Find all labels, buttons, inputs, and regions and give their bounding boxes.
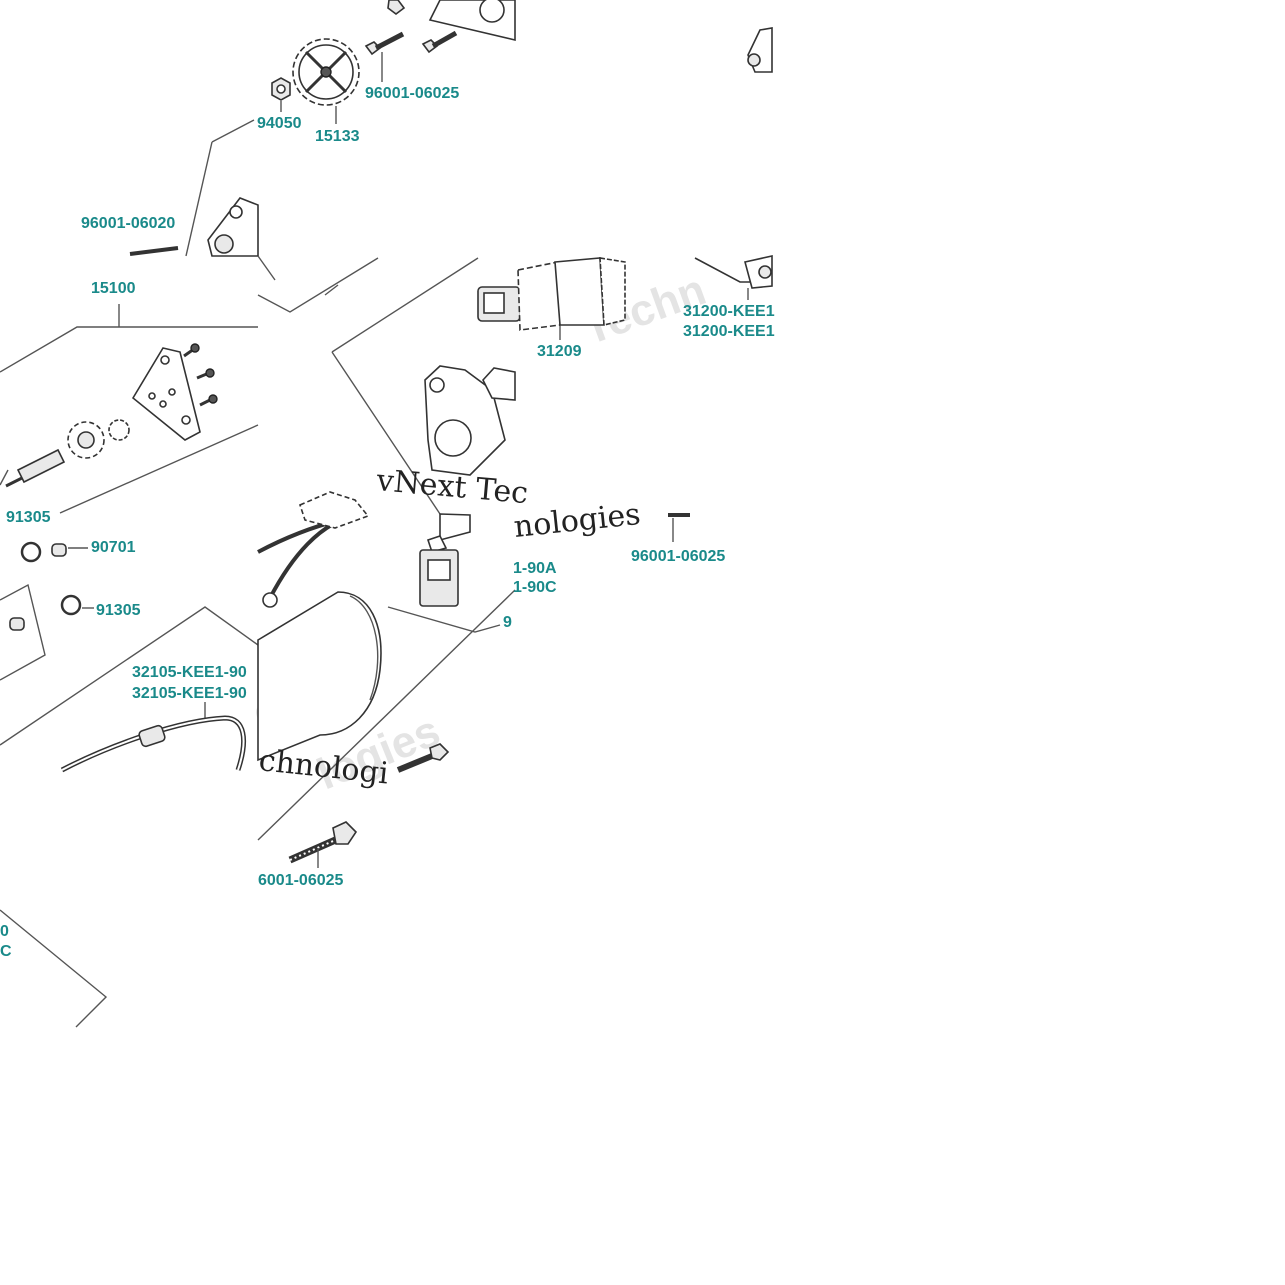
fitting-top-far-right [747,27,773,73]
o-ring-91305-lower [60,594,82,616]
relay-connector [419,513,471,607]
part-label-31200-kee1: 31200-KEE1 [683,323,775,340]
sprocket-15133 [292,38,360,106]
part-label-31200-kee1: 31200-KEE1 [683,303,775,320]
pump-screws [183,343,218,407]
motor-terminal-wire [257,491,370,608]
wire-harness-32105 [60,715,247,773]
part-label-31209: 31209 [537,343,582,360]
pump-shaft [5,448,66,488]
nut-94050 [271,77,291,101]
housing-top-right [428,0,516,42]
part-label-9: 9 [503,614,512,631]
motor-housing [257,591,382,762]
starter-relay-31209 [477,257,626,331]
small-plug [9,617,25,631]
bolt-96001-06025-top [364,0,458,56]
part-label-1-90a: 1-90A [513,560,557,577]
watermark-text: vNext Tec [374,463,529,511]
part-label-90701: 90701 [91,539,136,556]
pump-body-15100-upper [129,197,259,257]
watermark-text: nologies [512,497,642,545]
bolt-96001-06025-bottom [288,821,358,864]
part-label-1-90c: 1-90C [513,579,557,596]
part-label-91305: 91305 [96,602,141,619]
pump-plate [131,347,201,441]
part-label-96001-06025: 96001-06025 [631,548,725,565]
bolt-96001-06025-motor [396,743,450,773]
part-label-fragment: C [0,943,12,960]
part-label-32105-kee1: 32105-KEE1-90 [132,664,247,681]
part-label-15100: 15100 [91,280,136,297]
part-label-96001-06025: 96001-06025 [365,85,459,102]
plug-90701 [51,543,67,557]
part-label-fragment: 0 [0,923,9,940]
part-label-94050: 94050 [257,115,302,132]
part-label-96001-06025: 6001-06025 [258,872,344,889]
part-label-32105-kee1: 32105-KEE1-90 [132,685,247,702]
part-label-15133: 15133 [315,128,360,145]
starter-motor-31200 [694,255,773,289]
pump-rotor [67,419,130,459]
part-label-91305: 91305 [6,509,51,526]
part-label-96001-06020: 96001-06020 [81,215,175,232]
o-ring-91305-upper [20,541,42,563]
